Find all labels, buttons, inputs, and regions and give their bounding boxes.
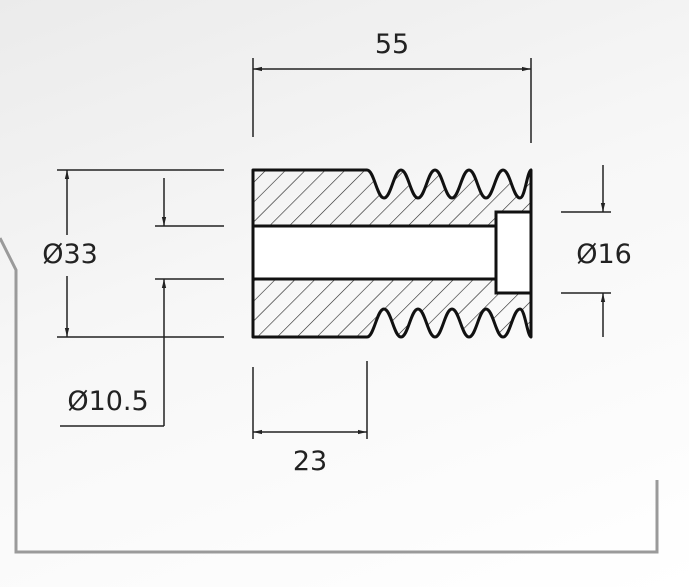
dimension-label-overall-length: 55 [375,29,409,60]
dimension-plain-length [252,361,368,439]
dimension-label-bore-diameter: Ø10.5 [67,386,148,417]
counterbore-outline [494,210,533,295]
section-lower [251,277,533,339]
dimension-counterbore-diameter [561,165,611,337]
bore-outline [251,224,498,281]
dimension-label-counterbore-diameter: Ø16 [576,239,632,270]
dimension-bore-diameter [60,178,224,427]
dimension-label-plain-length: 23 [293,446,327,477]
section-upper [251,168,533,228]
frame-border [0,237,659,554]
dimension-outer-diameter [57,169,224,338]
dimension-overall-length [252,58,532,143]
dimension-label-outer-diameter: Ø33 [42,239,98,270]
